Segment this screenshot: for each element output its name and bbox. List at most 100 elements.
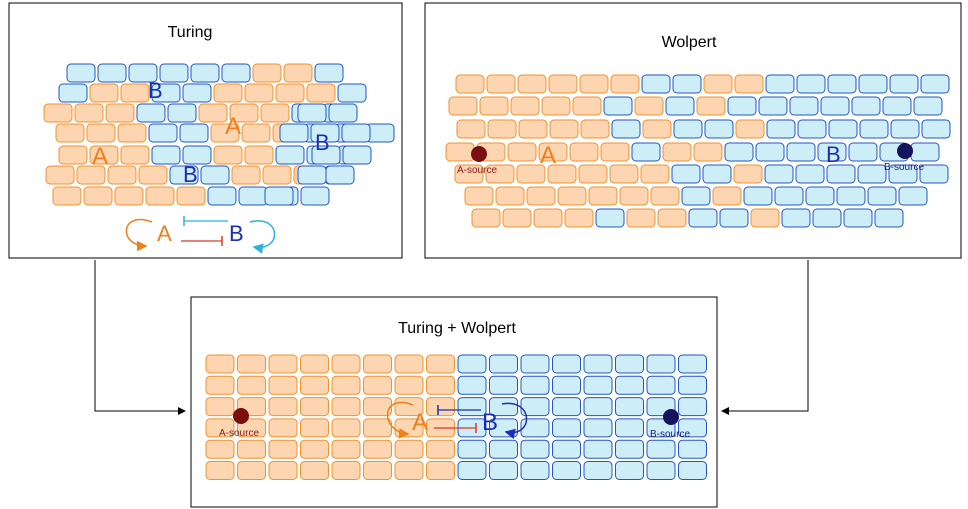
combined-cell bbox=[678, 354, 707, 374]
combined-cell bbox=[268, 461, 298, 480]
wolpert-cell bbox=[734, 74, 764, 94]
turing-cell bbox=[120, 145, 150, 165]
combined-regulation-loop: A B bbox=[386, 401, 528, 440]
wolpert-cell bbox=[518, 119, 548, 139]
combined-cell bbox=[678, 397, 707, 417]
combined-cell bbox=[237, 354, 266, 374]
combined-cell bbox=[520, 439, 550, 459]
turing-cell bbox=[238, 186, 268, 206]
turing-cell bbox=[241, 123, 271, 143]
wolpert-cell bbox=[657, 208, 687, 228]
wolpert-cell bbox=[541, 96, 571, 116]
turing-b-label-2: B bbox=[315, 130, 330, 155]
combined-cell bbox=[583, 439, 613, 459]
combined-cell bbox=[205, 354, 235, 374]
combined-cell bbox=[615, 375, 644, 395]
combined-cell bbox=[457, 439, 487, 459]
combined-cell bbox=[426, 354, 455, 374]
wolpert-cell bbox=[548, 74, 578, 94]
combined-cell bbox=[489, 397, 518, 417]
wolpert-cell bbox=[724, 142, 754, 162]
wolpert-cell bbox=[665, 96, 695, 116]
wolpert-cell bbox=[827, 74, 857, 94]
wolpert-cell bbox=[485, 164, 515, 184]
turing-cell bbox=[300, 186, 330, 206]
turing-cell bbox=[45, 165, 75, 185]
turing-cell bbox=[328, 103, 358, 123]
combined-loop-b: B bbox=[482, 409, 498, 436]
turing-cell bbox=[107, 165, 137, 185]
wolpert-cell bbox=[464, 186, 494, 206]
wolpert-cell bbox=[603, 96, 633, 116]
wolpert-cell bbox=[526, 186, 556, 206]
turing-title: Turing bbox=[168, 24, 213, 41]
wolpert-cell bbox=[456, 119, 486, 139]
wolpert-a-source-dot bbox=[471, 146, 487, 162]
wolpert-cell bbox=[836, 186, 866, 206]
combined-cell bbox=[520, 375, 550, 395]
turing-cell bbox=[262, 165, 292, 185]
wolpert-cell bbox=[703, 74, 733, 94]
wolpert-cell bbox=[874, 208, 904, 228]
turing-cell bbox=[306, 83, 336, 103]
combined-cell bbox=[583, 397, 613, 417]
wolpert-cell bbox=[479, 96, 509, 116]
combined-cell bbox=[237, 439, 266, 459]
combined-cell bbox=[489, 375, 518, 395]
combined-cell bbox=[520, 461, 550, 480]
combined-cell bbox=[646, 375, 676, 395]
combined-cell bbox=[552, 461, 581, 480]
wolpert-cell-tissue bbox=[445, 74, 951, 228]
combined-cell bbox=[331, 461, 361, 480]
wolpert-cell bbox=[890, 119, 920, 139]
combined-cell bbox=[300, 439, 329, 459]
combined-cell bbox=[552, 375, 581, 395]
turing-cell bbox=[120, 83, 150, 103]
wolpert-cell bbox=[549, 119, 579, 139]
turing-cell bbox=[74, 103, 104, 123]
turing-cell bbox=[182, 83, 212, 103]
combined-cell bbox=[646, 439, 676, 459]
combined-cell bbox=[331, 375, 361, 395]
turing-cell bbox=[311, 145, 341, 165]
turing-cell bbox=[283, 63, 313, 83]
wolpert-cell bbox=[572, 96, 602, 116]
turing-cell bbox=[207, 186, 237, 206]
turing-cell bbox=[105, 103, 135, 123]
wolpert-cell bbox=[774, 186, 804, 206]
combined-a-self-activation-arrow bbox=[386, 401, 414, 439]
wolpert-cell bbox=[920, 74, 950, 94]
combined-cell bbox=[331, 439, 361, 459]
combined-b-source-dot bbox=[663, 409, 679, 425]
wolpert-cell bbox=[888, 164, 918, 184]
wolpert-cell bbox=[743, 186, 773, 206]
wolpert-cell bbox=[579, 74, 609, 94]
wolpert-cell bbox=[662, 142, 692, 162]
combined-cell bbox=[205, 461, 235, 480]
combined-b-self-activation-arrow bbox=[501, 402, 528, 440]
wolpert-cell bbox=[557, 186, 587, 206]
combined-cell bbox=[678, 461, 707, 480]
combined-cell bbox=[363, 397, 392, 417]
wolpert-cell bbox=[858, 74, 888, 94]
wolpert-cell bbox=[626, 208, 656, 228]
wolpert-cell bbox=[857, 164, 887, 184]
turing-cell bbox=[244, 83, 274, 103]
wolpert-cell bbox=[516, 164, 546, 184]
wolpert-cell bbox=[672, 74, 702, 94]
combined-a-source-label: A-source bbox=[219, 428, 259, 439]
wolpert-cell bbox=[631, 142, 661, 162]
turing-a-label-1: A bbox=[225, 113, 241, 140]
combined-cell bbox=[426, 375, 455, 395]
turing-cell bbox=[297, 103, 327, 123]
wolpert-cell bbox=[789, 96, 819, 116]
combined-cell bbox=[300, 461, 329, 480]
wolpert-cell bbox=[510, 96, 540, 116]
turing-loop-a: A bbox=[157, 221, 172, 246]
combined-cell bbox=[363, 439, 392, 459]
wolpert-cell bbox=[471, 208, 501, 228]
wolpert-cell bbox=[766, 119, 796, 139]
wolpert-cell bbox=[817, 142, 847, 162]
combined-cell bbox=[552, 397, 581, 417]
